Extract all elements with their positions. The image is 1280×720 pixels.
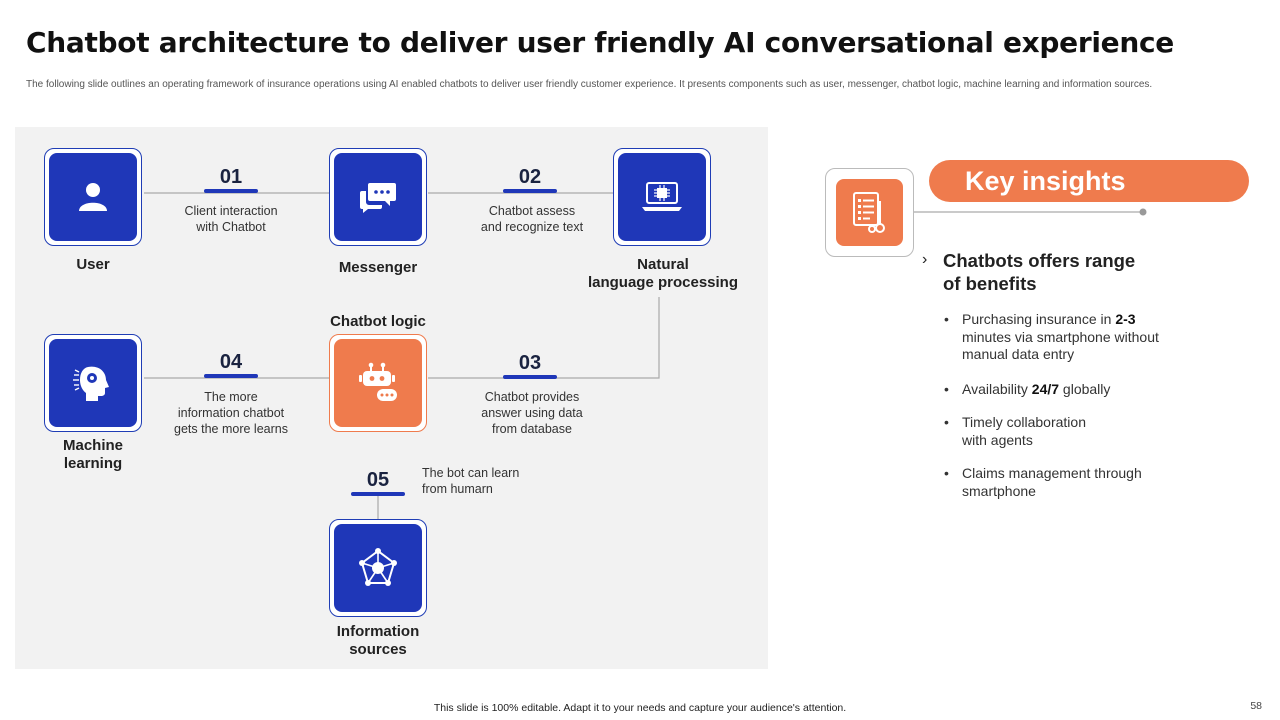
step-04-text: The more information chatbot gets the mo… <box>161 389 301 437</box>
step-03-bar <box>503 375 557 379</box>
step-02-text-line2: and recognize text <box>480 220 584 234</box>
chat-bubbles-icon <box>360 183 396 213</box>
list-item: Claims management through smartphone <box>944 465 1167 500</box>
messenger-node <box>329 148 427 246</box>
step-04-text-line2: information chatbot <box>177 406 285 420</box>
step-05-text-line1: The bot can learn <box>422 466 520 480</box>
benefits-heading: Chatbots offers range of benefits <box>943 249 1173 295</box>
benefit-text: Availability <box>962 380 1032 397</box>
step-01-bar <box>204 189 258 193</box>
chatbot-logic-node <box>329 334 427 432</box>
page-number: 58 <box>1250 700 1262 712</box>
network-hub-icon <box>359 548 397 586</box>
user-node <box>44 148 142 246</box>
step-04-text-line1: The more <box>204 390 258 404</box>
nlp-node <box>613 148 711 246</box>
page-subtitle: The following slide outlines an operatin… <box>26 79 1153 90</box>
benefits-list: Purchasing insurance in 2-3 minutes via … <box>944 311 1204 500</box>
step-03-text-line1: Chatbot provides <box>484 390 580 404</box>
connector-lines <box>144 192 660 519</box>
key-insights-title: Key insights <box>929 160 1249 202</box>
nlp-label-line2: language processing <box>587 274 739 291</box>
benefit-text: Claims management through smartphone <box>962 465 1142 499</box>
benefit-text: minutes via smartphone without manual da… <box>962 328 1159 363</box>
nlp-label: Natural language processing <box>573 256 753 292</box>
insights-icon-box <box>825 168 914 257</box>
benefit-text: Timely collaboration with agents <box>962 414 1086 448</box>
step-02-text-line1: Chatbot assess <box>488 204 576 218</box>
step-05-number: 05 <box>366 469 390 491</box>
step-03-text-line2: answer using data <box>481 406 583 420</box>
document-checklist-icon <box>852 191 885 233</box>
machine-learning-label-line2: learning <box>63 455 123 472</box>
list-item: Timely collaboration with agents <box>944 414 1112 449</box>
step-04-number: 04 <box>219 351 243 373</box>
benefit-bold: 24/7 <box>1031 380 1060 397</box>
information-sources-label-line2: sources <box>349 641 407 658</box>
user-label: User <box>76 256 110 273</box>
user-icon <box>79 183 107 211</box>
step-03-text: Chatbot provides answer using data from … <box>457 389 607 437</box>
step-01-number: 01 <box>219 166 243 188</box>
robot-icon <box>359 362 397 401</box>
step-02-bar <box>503 189 557 193</box>
footer-note: This slide is 100% editable. Adapt it to… <box>433 702 847 714</box>
step-01-text-line1: Client interaction <box>184 204 278 218</box>
list-item: Availability 24/7 globally <box>944 381 1204 399</box>
machine-learning-label: Machine learning <box>34 437 152 473</box>
laptop-chip-icon <box>642 182 682 211</box>
information-sources-node <box>329 519 427 617</box>
list-item: Purchasing insurance in 2-3 minutes via … <box>944 311 1177 364</box>
step-04-text-line3: gets the more learns <box>174 422 288 436</box>
messenger-label: Messenger <box>338 259 418 276</box>
step-03-number: 03 <box>518 352 542 374</box>
step-02-text: Chatbot assess and recognize text <box>457 203 607 235</box>
information-sources-label-line1: Information <box>336 623 420 640</box>
page-title: Chatbot architecture to deliver user fri… <box>26 26 1174 59</box>
machine-learning-node <box>44 334 142 432</box>
architecture-diagram-panel: User Messenger <box>15 127 768 669</box>
benefits-heading-line1: Chatbots offers range <box>943 250 1136 271</box>
step-05-text-line2: from humarn <box>422 482 493 496</box>
step-05-text: The bot can learn from humarn <box>422 465 552 497</box>
step-02-number: 02 <box>518 166 542 188</box>
benefit-bold: 2-3 <box>1115 311 1136 327</box>
step-03-text-line3: from database <box>492 422 572 436</box>
chevron-right-icon: › <box>922 251 928 268</box>
nlp-label-line1: Natural <box>637 256 689 273</box>
machine-learning-label-line1: Machine <box>62 437 123 454</box>
step-01-text-line2: with Chatbot <box>196 220 266 234</box>
benefits-heading-line2: of benefits <box>943 273 1037 294</box>
step-01-text: Client interaction with Chatbot <box>161 203 301 235</box>
brain-head-icon <box>73 366 109 401</box>
step-04-bar <box>204 374 258 378</box>
benefit-text: Purchasing insurance in <box>962 311 1116 327</box>
step-05-bar <box>351 492 405 496</box>
information-sources-label: Information sources <box>314 623 442 659</box>
benefit-text: globally <box>1059 380 1111 397</box>
chatbot-logic-label: Chatbot logic <box>330 313 426 330</box>
